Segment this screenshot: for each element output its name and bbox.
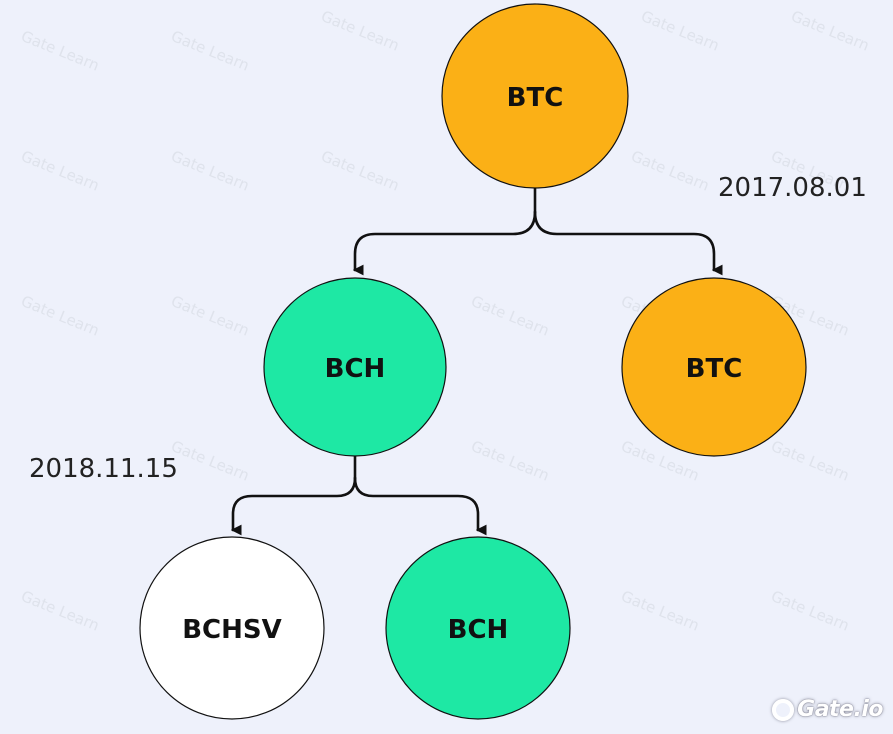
watermark-text: Gate Learn (19, 292, 102, 340)
node-fork1-bch: BCH (263, 277, 447, 457)
watermark-text: Gate Learn (319, 147, 402, 195)
brand-text: Gate.io (797, 697, 883, 722)
watermark-text: Gate Learn (19, 27, 102, 75)
node-circle (441, 3, 629, 189)
watermark-text: Gate Learn (629, 147, 712, 195)
node-label: BCH (325, 354, 386, 384)
fork-date-second: 2018.11.15 (29, 454, 178, 484)
node-root-btc: BTC (441, 3, 629, 189)
node-circle (263, 277, 447, 457)
edge-bch-to-bch (353, 476, 487, 536)
watermark-text: Gate Learn (19, 147, 102, 195)
watermark-text: Gate Learn (639, 7, 722, 55)
edge-btc-to-bch (352, 210, 537, 276)
node-circle (621, 277, 807, 457)
node-fork2-bchsv: BCHSV (139, 536, 325, 720)
node-label: BTC (507, 83, 564, 113)
node-fork2-bch: BCH (385, 536, 571, 720)
watermark-text: Gate Learn (169, 437, 252, 485)
node-label: BTC (686, 354, 743, 384)
node-label: BCH (448, 615, 509, 645)
watermark-text: Gate Learn (319, 7, 402, 55)
watermark-text: Gate Learn (169, 27, 252, 75)
watermark-text: Gate Learn (619, 587, 702, 635)
node-circle (385, 536, 571, 720)
watermark-text: Gate Learn (469, 437, 552, 485)
watermark-text: Gate Learn (769, 587, 852, 635)
gate-logo-icon (772, 698, 795, 721)
node-label: BCHSV (182, 615, 282, 645)
node-fork1-btc: BTC (621, 277, 807, 457)
watermark-text: Gate Learn (169, 292, 252, 340)
watermark-text: Gate Learn (789, 7, 872, 55)
node-circle (139, 536, 325, 720)
fork2-edges (230, 454, 487, 536)
watermark-text: Gate Learn (769, 437, 852, 485)
fork-date-first: 2017.08.01 (718, 173, 867, 203)
watermark-text: Gate Learn (469, 292, 552, 340)
edge-bch-to-bchsv (230, 476, 357, 536)
fork1-edges (352, 186, 723, 276)
brand-logo: Gate.io (772, 697, 883, 722)
edge-btc-to-btc (533, 210, 723, 276)
watermark-text: Gate Learn (169, 147, 252, 195)
watermark-text: Gate Learn (19, 587, 102, 635)
